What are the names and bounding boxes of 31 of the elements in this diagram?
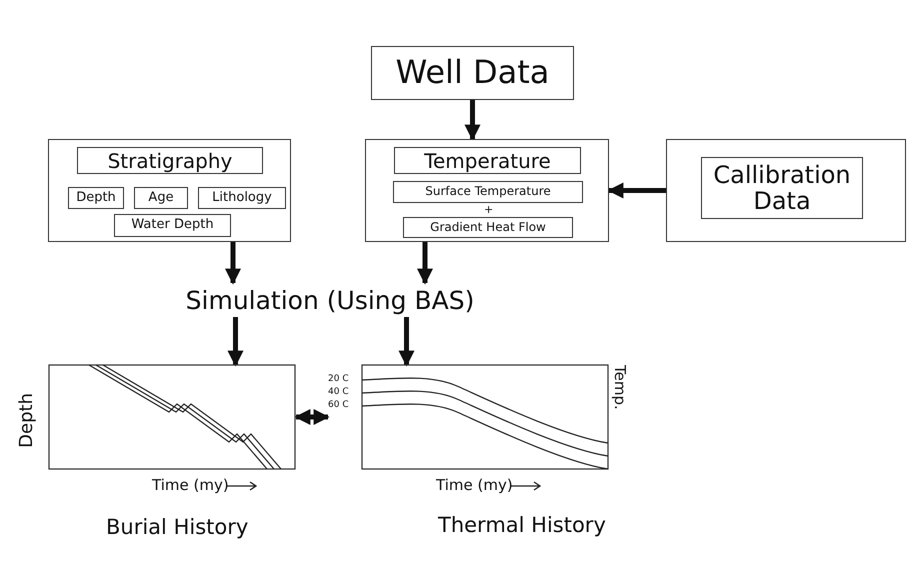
axis-label: Time (my): [152, 478, 229, 493]
arrow: [294, 409, 330, 425]
plus-sign: +: [484, 204, 494, 215]
input-box: Callibration Data: [701, 157, 863, 219]
chart-caption: Burial History: [106, 517, 248, 538]
chart-caption: Thermal History: [438, 515, 606, 536]
arrow: [464, 100, 480, 141]
parameter-box: Gradient Heat Flow: [403, 217, 573, 238]
parameter-box: Lithology: [198, 187, 286, 209]
heading-box: Stratigraphy: [77, 147, 263, 174]
input-box: Well Data: [371, 46, 574, 100]
arrow: [228, 317, 244, 367]
arrow: [607, 182, 666, 198]
axis-label: Temp.: [612, 365, 627, 410]
parameter-box: Water Depth: [114, 214, 231, 237]
axis-label: Time (my): [436, 478, 513, 493]
group-box: [48, 139, 291, 242]
heading-box: Temperature: [394, 147, 581, 174]
tick-label: 20 C: [328, 375, 349, 384]
group-box: [365, 139, 609, 242]
tick-label: 60 C: [328, 401, 349, 410]
arrow: [225, 242, 241, 285]
group-box: [666, 139, 906, 242]
parameter-box: Age: [134, 187, 188, 209]
arrow: [417, 242, 433, 285]
process-label: Simulation (Using BAS): [186, 286, 474, 314]
parameter-box: Depth: [68, 187, 124, 209]
tick-label: 40 C: [328, 388, 349, 397]
axis-label: Depth: [18, 393, 36, 448]
arrow: [398, 317, 414, 367]
parameter-box: Surface Temperature: [393, 181, 583, 203]
